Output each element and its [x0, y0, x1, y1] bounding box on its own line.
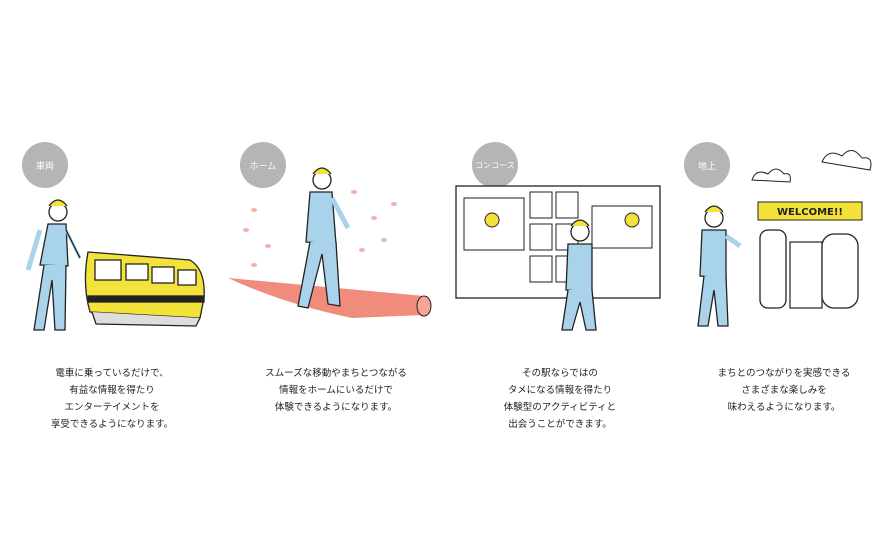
- panel-concourse: コンコース その駅ならではの タメになる情報を得たり 体験型のアクティビティと …: [448, 120, 672, 460]
- banner-text: WELCOME!!: [777, 207, 843, 218]
- caption-concourse: その駅ならではの タメになる情報を得たり 体験型のアクティビティと 出会うことが…: [503, 368, 617, 430]
- badge-platform: ホーム: [240, 142, 286, 188]
- badge-train: 車両: [22, 142, 68, 188]
- badge-concourse: コンコース: [472, 142, 518, 188]
- panel-platform: ホーム スムーズな移動やまちとつながる 情報をホームにいるだけで 体験できるよう…: [224, 120, 448, 460]
- panel-train: 車両 電車に乗っているだけで、 有益な情報を得たり エンターテイメントを 享受で…: [0, 120, 224, 460]
- train-character: [84, 251, 205, 327]
- panel-street: 地上 WELCOME!! まちとのつながりを実感できる さまざまな楽しみを 味わ…: [672, 120, 896, 460]
- caption-platform: スムーズな移動やまちとつながる 情報をホームにいるだけで 体験できるようになりま…: [265, 368, 407, 413]
- cloud: [821, 150, 872, 171]
- petals: [243, 190, 397, 267]
- concourse-illustration: [455, 185, 661, 331]
- cloud: [751, 168, 791, 183]
- street-illustration: WELCOME!!: [697, 150, 872, 327]
- welcome-banner: WELCOME!!: [757, 201, 863, 221]
- businessman-figure: [697, 205, 742, 327]
- train-illustration: [25, 199, 205, 331]
- businessman-figure: [561, 219, 597, 331]
- caption-street: まちとのつながりを実感できる さまざまな楽しみを 味わえるようになります。: [717, 368, 851, 413]
- platform-illustration: [228, 167, 432, 318]
- businessman-figure: [25, 199, 82, 331]
- badge-street: 地上: [684, 142, 730, 188]
- caption-train: 電車に乗っているだけで、 有益な情報を得たり エンターテイメントを 享受できるよ…: [50, 368, 174, 430]
- businessman-figure: [297, 167, 351, 309]
